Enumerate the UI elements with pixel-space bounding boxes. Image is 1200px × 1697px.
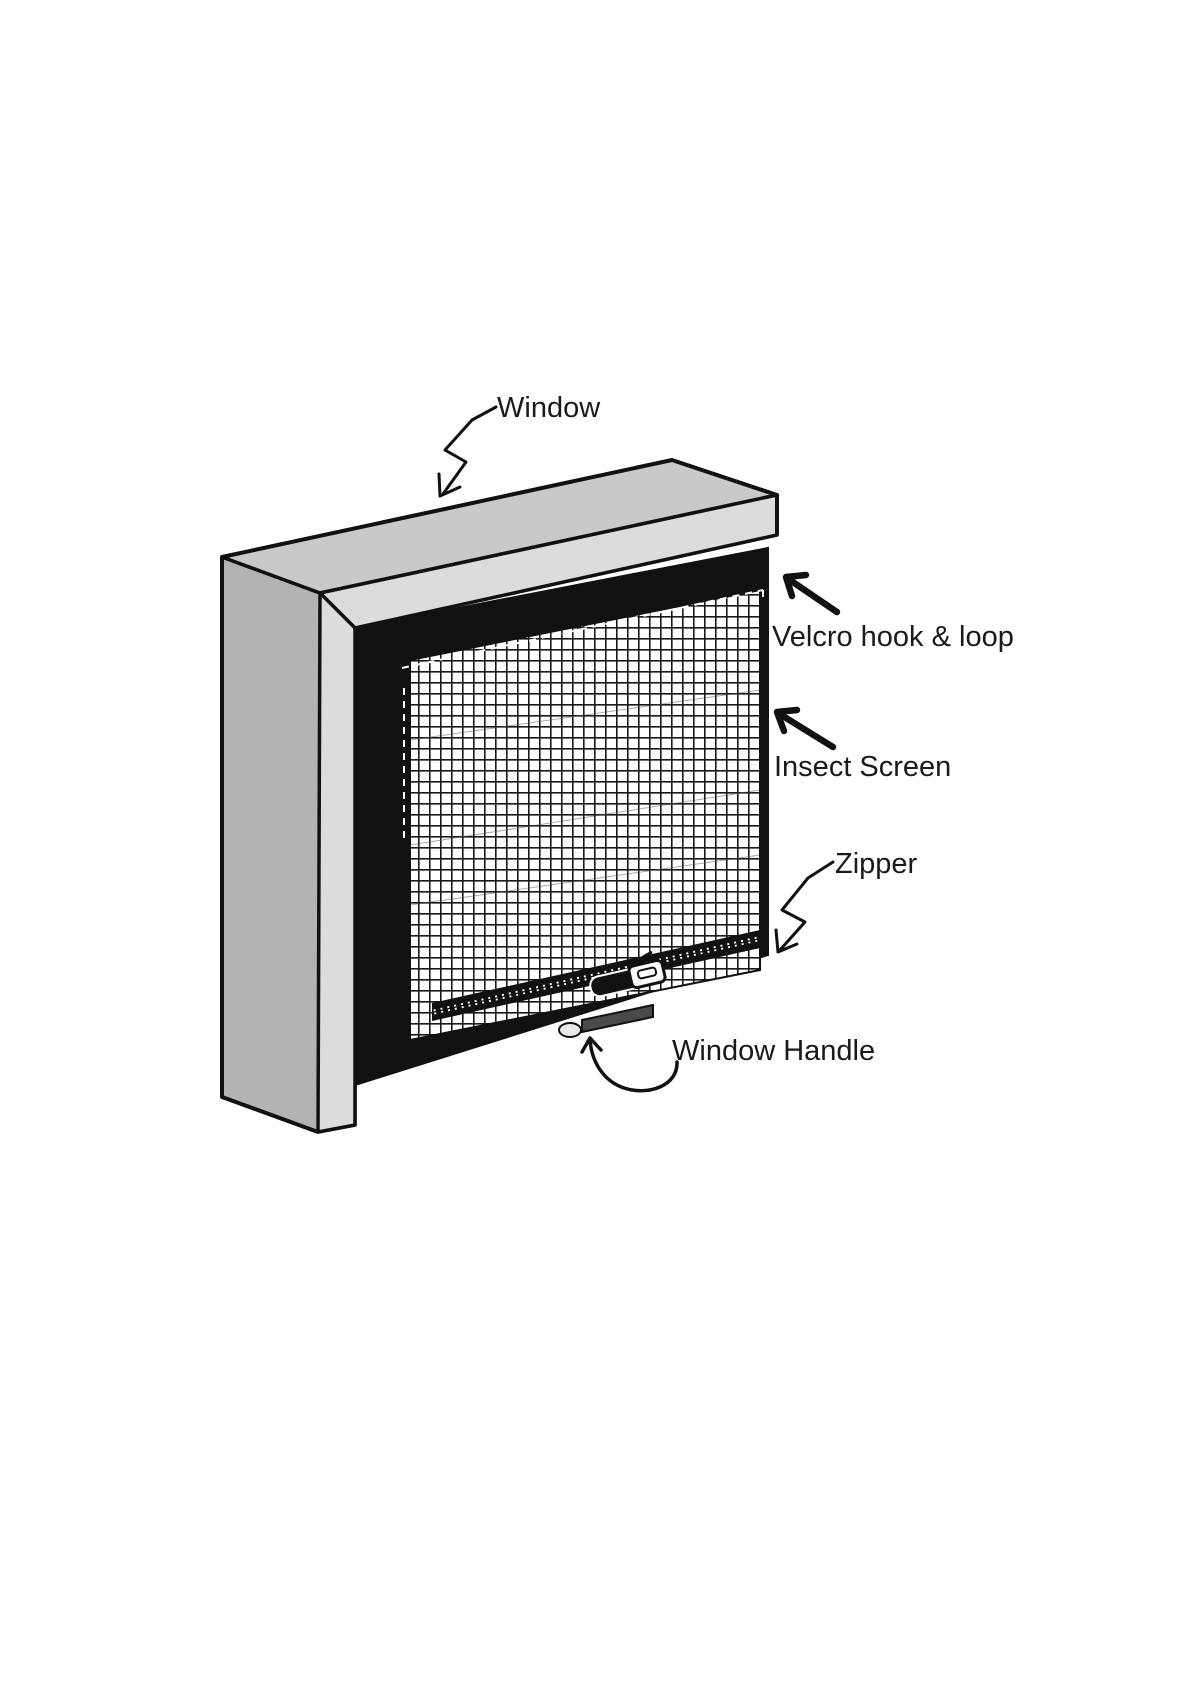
insect-screen-mesh xyxy=(409,588,761,1042)
window-handle xyxy=(558,1003,654,1038)
arrow-icon xyxy=(782,571,841,616)
zipper-pull-icon xyxy=(589,950,667,998)
label-window-handle: Window Handle xyxy=(672,1035,875,1067)
label-window: Window xyxy=(497,392,601,424)
label-zipper: Zipper xyxy=(835,848,918,880)
zigzag-arrow-icon xyxy=(437,405,498,498)
velcro-stitch-line xyxy=(401,589,764,838)
zigzag-arrow-icon xyxy=(774,860,835,954)
curved-arrow-icon xyxy=(580,1036,679,1093)
label-velcro: Velcro hook & loop xyxy=(772,621,1014,653)
label-insect-screen: Insect Screen xyxy=(774,751,951,783)
zipper xyxy=(432,930,760,1021)
arrow-icon xyxy=(773,706,837,751)
frame-front-post xyxy=(316,591,357,1134)
